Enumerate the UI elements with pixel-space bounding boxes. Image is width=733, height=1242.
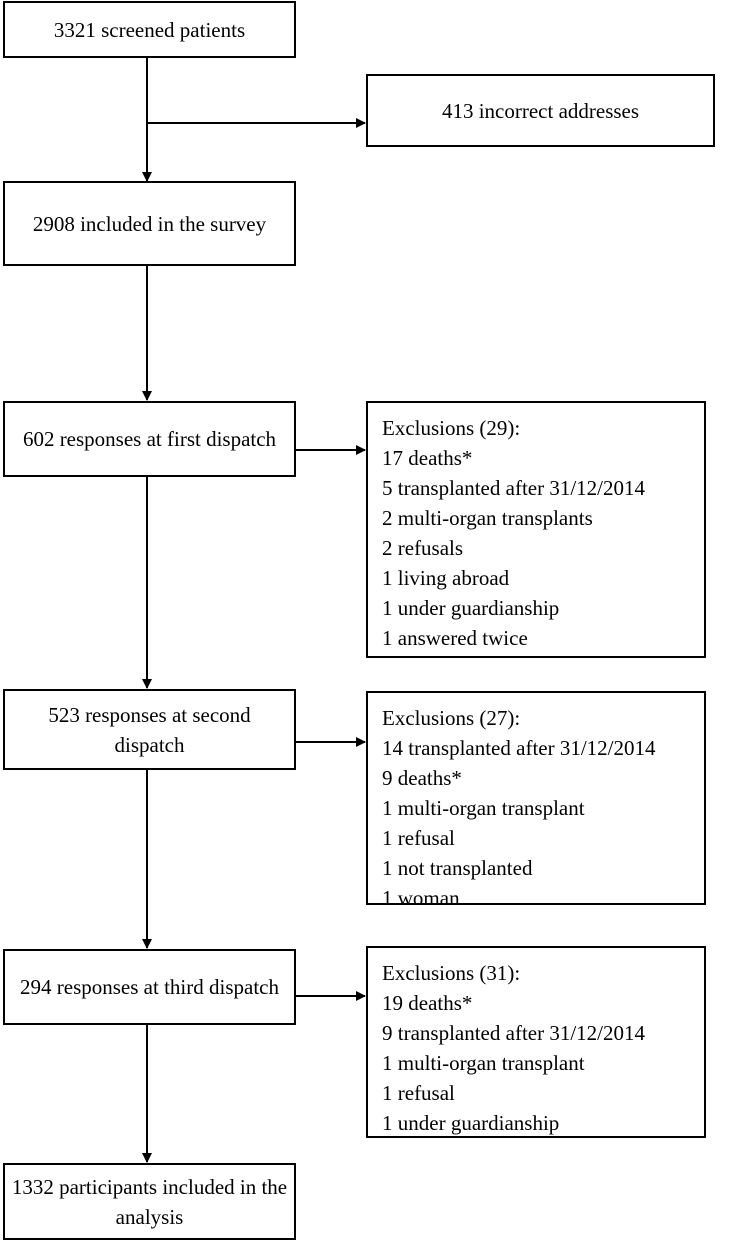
exclusion-item: 5 transplanted after 31/12/2014: [382, 476, 646, 500]
first-dispatch-box: 602 responses at first dispatch: [3, 401, 296, 477]
exclusion-item: 1 living abroad: [382, 566, 510, 590]
exclusion-item: 1 under guardianship: [382, 1111, 560, 1135]
exclusion-item: 1 answered twice: [382, 626, 528, 650]
final-participants-label: 1332 participants included in the analys…: [11, 1174, 288, 1229]
screened-box: 3321 screened patients: [3, 1, 296, 58]
screened-label: 3321 screened patients: [53, 17, 246, 42]
exclusion-item: 14 transplanted after 31/12/2014: [382, 736, 656, 760]
exclusion-item: 1 refusal: [382, 826, 455, 850]
exclusions-third-box: Exclusions (31): 19 deaths* 9 transplant…: [366, 946, 706, 1138]
exclusion-item: 1 not transplanted: [382, 856, 533, 880]
exclusion-item: 1 under guardianship: [382, 596, 560, 620]
exclusions-first-box: Exclusions (29): 17 deaths* 5 transplant…: [366, 401, 706, 658]
exclusion-item: 2 refusals: [382, 536, 464, 560]
exclusion-item: 9 transplanted after 31/12/2014: [382, 1021, 646, 1045]
second-dispatch-box: 523 responses at second dispatch: [3, 689, 296, 770]
exclusion-item: 2 multi-organ transplants: [382, 506, 593, 530]
exclusion-item: 1 woman: [382, 886, 460, 910]
third-dispatch-box: 294 responses at third dispatch: [3, 949, 296, 1025]
exclusions-second-header: Exclusions (27):: [382, 706, 521, 730]
incorrect-addresses-label: 413 incorrect addresses: [441, 98, 640, 123]
included-box: 2908 included in the survey: [3, 181, 296, 266]
exclusion-item: 1 refusal: [382, 1081, 455, 1105]
incorrect-addresses-box: 413 incorrect addresses: [366, 74, 715, 147]
exclusion-item: 1 multi-organ transplant: [382, 1051, 585, 1075]
first-dispatch-label: 602 responses at first dispatch: [22, 427, 277, 451]
second-dispatch-label: 523 responses at second dispatch: [48, 702, 251, 757]
exclusion-item: 1 multi-organ transplant: [382, 796, 585, 820]
exclusion-item: 19 deaths*: [382, 991, 473, 1015]
exclusions-second-box: Exclusions (27): 14 transplanted after 3…: [366, 691, 706, 910]
exclusion-item: 17 deaths*: [382, 446, 473, 470]
final-participants-box: 1332 participants included in the analys…: [3, 1163, 296, 1240]
exclusions-first-header: Exclusions (29):: [382, 416, 521, 440]
included-label: 2908 included in the survey: [32, 211, 267, 236]
exclusion-item: 9 deaths*: [382, 766, 462, 790]
third-dispatch-label: 294 responses at third dispatch: [20, 975, 279, 999]
exclusions-third-header: Exclusions (31):: [382, 961, 521, 985]
